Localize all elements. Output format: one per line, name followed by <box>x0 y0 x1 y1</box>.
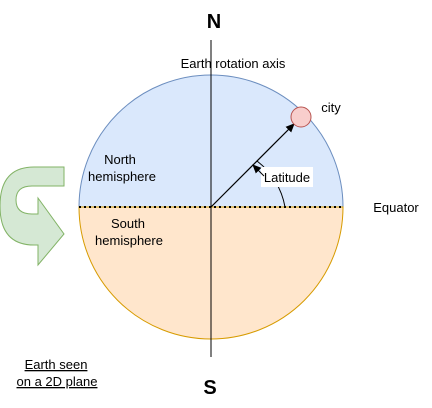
latitude-label: Latitude <box>264 170 310 185</box>
curved-arrow-icon <box>0 166 65 267</box>
north-pole-label: N <box>207 11 221 33</box>
caption-line2: on a 2D plane <box>17 374 98 389</box>
rotation-axis-label: Earth rotation axis <box>181 56 286 71</box>
city-marker <box>290 106 312 128</box>
equator-label: Equator <box>373 200 419 215</box>
latitude-arrow <box>252 164 265 177</box>
north-hemisphere-label-line2: hemisphere <box>88 169 156 184</box>
city-label: city <box>321 100 341 115</box>
south-pole-label: S <box>203 377 216 399</box>
north-hemisphere-label-line1: North <box>104 152 136 167</box>
south-hemisphere-label-line2: hemisphere <box>95 233 163 248</box>
south-hemisphere-label-line1: South <box>111 216 145 231</box>
caption-line1: Earth seen <box>25 357 88 372</box>
latitude-label-box <box>261 167 313 187</box>
